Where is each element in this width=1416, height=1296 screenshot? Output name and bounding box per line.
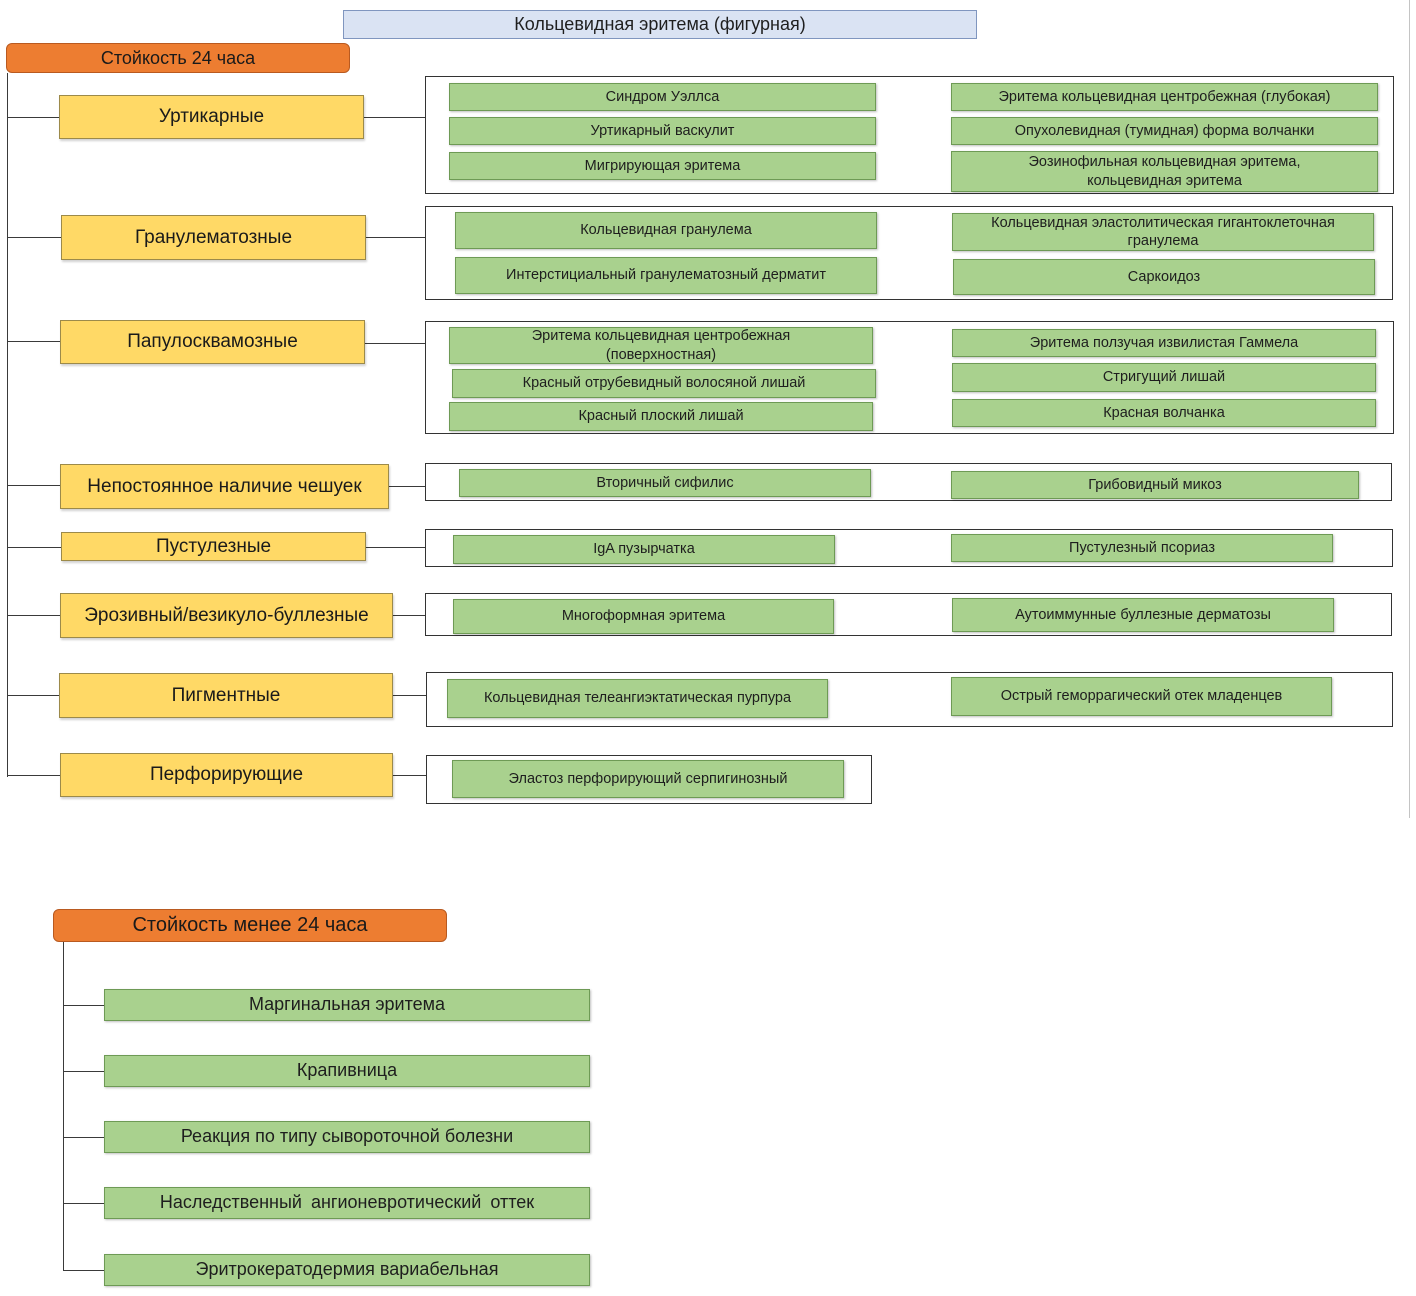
diagnosis-box: Синдром Уэллса (449, 83, 876, 111)
group-pustular: IgA пузырчатка Пустулезный псориаз (425, 529, 1393, 567)
diagnosis-box: Многоформная эритема (453, 599, 834, 634)
group-urticarial: Синдром Уэллса Уртикарный васкулит Мигри… (425, 76, 1394, 194)
diagnosis-box: IgA пузырчатка (453, 535, 835, 564)
connector-line (7, 695, 59, 696)
diagnosis-box: Уртикарный васкулит (449, 117, 876, 145)
connector-line (393, 615, 425, 616)
diagnosis-box: Кольцевидная эластолитическая гигантокле… (952, 213, 1374, 251)
connector-line (7, 117, 59, 118)
diagnosis-box: Эластоз перфорирующий серпигинозный (452, 760, 844, 798)
diagnosis-box: Эритема кольцевидная центробежная (повер… (449, 327, 873, 364)
connector-line (63, 1270, 104, 1271)
diagram-title: Кольцевидная эритема (фигурная) (343, 10, 977, 39)
diagnosis-box: Красная волчанка (952, 399, 1376, 427)
category-perforating: Перфорирующие (60, 753, 393, 797)
category-granulomatous: Гранулематозные (61, 215, 366, 260)
connector-line (393, 695, 426, 696)
group-pigmented: Кольцевидная телеангиэктатическая пурпур… (426, 672, 1393, 727)
persistence-under-24h-label: Стойкость менее 24 часа (53, 909, 447, 942)
connector-line (389, 486, 425, 487)
connector-line (63, 1137, 104, 1138)
connector-line (365, 343, 425, 344)
transient-diagnosis-box: Маргинальная эритема (104, 989, 590, 1021)
connector-line (63, 1005, 104, 1006)
category-urticarial: Уртикарные (59, 95, 364, 139)
connector-line (63, 1071, 104, 1072)
connector-line (63, 1203, 104, 1204)
transient-diagnosis-box: Наследственный ангионевротический оттек (104, 1187, 590, 1219)
connector-line (393, 775, 426, 776)
diagnosis-box: Пустулезный псориаз (951, 534, 1333, 562)
connector-line (7, 237, 61, 238)
connector-line (7, 775, 60, 776)
trunk-line (63, 942, 64, 1271)
diagnosis-box: Стригущий лишай (952, 363, 1376, 392)
persistence-24h-label: Стойкость 24 часа (6, 43, 350, 73)
diagnosis-box: Кольцевидная телеангиэктатическая пурпур… (447, 679, 828, 718)
connector-line (366, 237, 425, 238)
diagnosis-box: Мигрирующая эритема (449, 152, 876, 180)
connector-line (7, 485, 60, 486)
page-edge-line (1409, 0, 1410, 818)
group-granulomatous: Кольцевидная гранулема Интерстициальный … (425, 206, 1393, 300)
category-variable-scale: Непостоянное наличие чешуек (60, 464, 389, 509)
trunk-line (7, 73, 8, 777)
diagnosis-box: Кольцевидная гранулема (455, 212, 877, 249)
diagnosis-box: Саркоидоз (953, 259, 1375, 295)
diagnosis-box: Интерстициальный гранулематозный дермати… (455, 257, 877, 294)
transient-diagnosis-box: Эритрокератодермия вариабельная (104, 1254, 590, 1286)
category-pustular: Пустулезные (61, 532, 366, 561)
diagnosis-box: Опухолевидная (тумидная) форма волчанки (951, 117, 1378, 145)
diagnosis-box: Аутоиммунные буллезные дерматозы (952, 598, 1334, 632)
connector-line (7, 341, 60, 342)
diagnosis-box: Эритема кольцевидная центробежная (глубо… (951, 83, 1378, 111)
connector-line (7, 615, 60, 616)
diagnosis-box: Вторичный сифилис (459, 469, 871, 497)
group-variable-scale: Вторичный сифилис Грибовидный микоз (425, 463, 1392, 501)
diagnosis-box: Красный плоский лишай (449, 402, 873, 431)
category-pigmented: Пигментные (59, 673, 393, 718)
transient-diagnosis-box: Крапивница (104, 1055, 590, 1087)
diagnosis-box: Острый геморрагический отек младенцев (951, 677, 1332, 716)
connector-line (364, 117, 425, 118)
diagnosis-box: Красный отрубевидный волосяной лишай (452, 369, 876, 398)
group-perforating: Эластоз перфорирующий серпигинозный (426, 755, 872, 804)
diagnosis-box: Эритема ползучая извилистая Гаммела (952, 329, 1376, 357)
diagnosis-box: Эозинофильная кольцевидная эритема, коль… (951, 151, 1378, 192)
connector-line (366, 547, 425, 548)
group-erosive-vesiculobullous: Многоформная эритема Аутоиммунные буллез… (425, 593, 1392, 636)
category-papulosquamous: Папулосквамозные (60, 320, 365, 364)
diagnosis-box: Грибовидный микоз (951, 471, 1359, 499)
connector-line (7, 547, 61, 548)
group-papulosquamous: Эритема кольцевидная центробежная (повер… (425, 321, 1394, 434)
category-erosive-vesiculobullous: Эрозивный/везикуло-буллезные (60, 593, 393, 638)
transient-diagnosis-box: Реакция по типу сывороточной болезни (104, 1121, 590, 1153)
